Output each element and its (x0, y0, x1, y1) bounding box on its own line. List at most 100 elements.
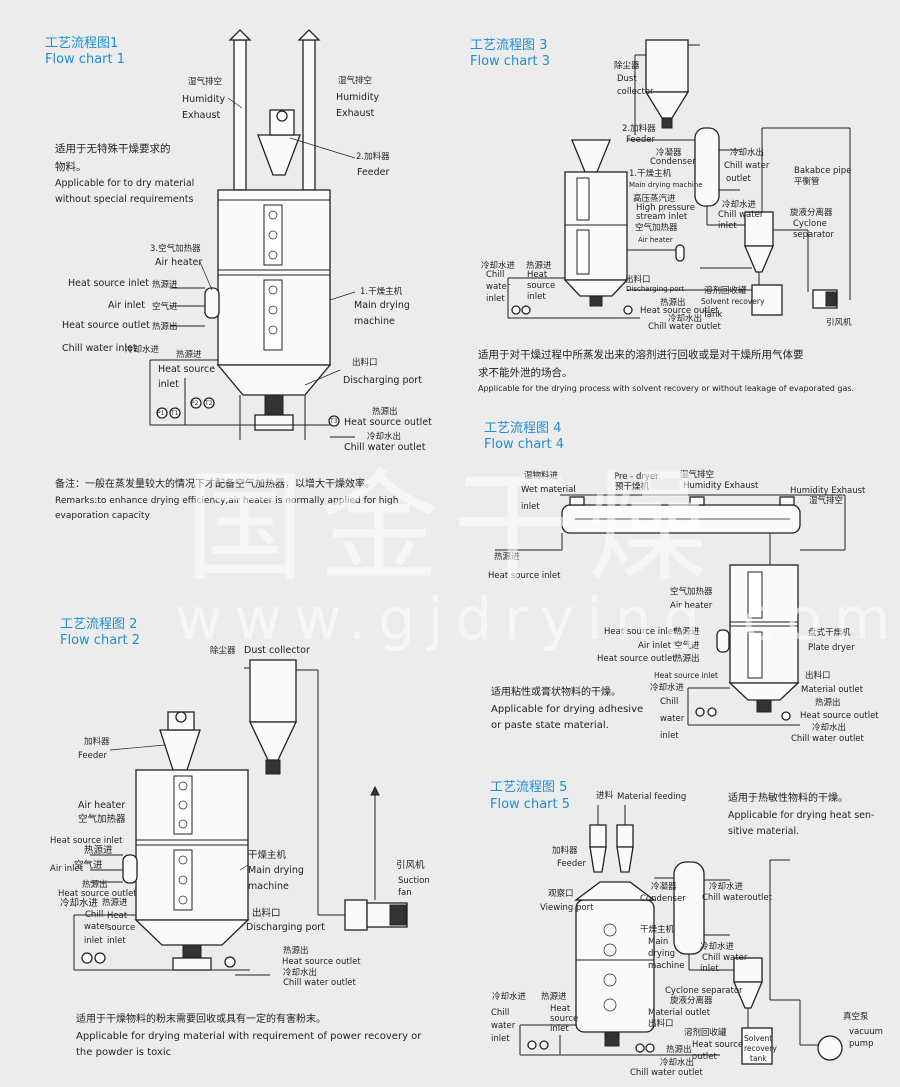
flow5-feeder (589, 846, 607, 873)
flow2-drawing (73, 659, 408, 976)
flow5-chill-in2-en1: Chill (491, 1008, 510, 1018)
flow1-valve-t2: T2 (205, 400, 213, 407)
flow1-stack-cap-left (228, 29, 252, 41)
flow4-air-inlet-en: Air inlet (638, 641, 672, 651)
flow4-title-cn: 工艺流程图 4 (484, 421, 562, 436)
flow2-hs-in2-en2: source (107, 923, 136, 933)
flow4-plate-en: Plate dryer (808, 643, 855, 653)
flow5-hs-in-en3: inlet (550, 1024, 569, 1034)
flow3-title-cn: 工艺流程图 3 (470, 38, 548, 53)
flow2-chill-in-en1: Chill (85, 910, 104, 920)
flow1-discharge-en: Discharging port (343, 375, 422, 386)
flow5-main-en3: machine (648, 961, 685, 971)
flow1-air-heater-cn: 3.空气加热器 (150, 244, 201, 254)
flow5-desc-en-2: sitive material. (728, 826, 800, 837)
flow1-humidity-en-b1: Humidity (336, 92, 380, 103)
flow4-hs-inlet-cn: 热源进 (674, 627, 700, 637)
flow4-plate-dryer (729, 564, 799, 684)
flow4-predryer-en: Pre - dryer (614, 472, 659, 482)
flow5-chill-out2-cn: 冷却水出 (660, 1058, 695, 1068)
flow2-fan-en1: Suction (398, 876, 430, 886)
flow4-desc-en-1: Applicable for drying adhesive (491, 704, 644, 715)
flow3-title-en: Flow chart 3 (470, 54, 551, 69)
flow1-air-heater-en: Air heater (155, 257, 203, 268)
flow5-chill-out-en: Chill wateroutlet (702, 893, 772, 903)
flow4-humidity2-cn: 湿气排空 (809, 496, 844, 506)
flow1-feeder-motor (276, 110, 288, 122)
flow1-remark-cn: 备注：一般在蒸发量较大的情况下才配备空气加热器，以增大干燥效率。 (55, 479, 375, 490)
flow3-discharge-cn: 出料口 (625, 275, 651, 285)
flow3-feeder-cn: 2.加料器 (622, 124, 656, 134)
flow1-main-cn: 1.干燥主机 (360, 287, 403, 297)
flow2-desc-cn: 适用于干燥物料的粉末需要回收或具有一定的有害粉末。 (76, 1014, 326, 1025)
flow5-chill-in2-en3: inlet (491, 1034, 510, 1044)
flow4-predryer-cn: 预干燥机 (615, 482, 650, 492)
flow5-hs-in-en1: Heat (550, 1004, 571, 1014)
flow3-feeder (571, 139, 611, 173)
flow1-discharge-cn: 出料口 (352, 358, 378, 368)
flow1-hs-in2-cn: 热源进 (176, 350, 202, 360)
flow1-title-cn: 工艺流程图1 (45, 36, 119, 51)
flow5-vacuum-cn: 真空泵 (843, 1012, 869, 1022)
flow1-desc-cn-1: 适用于无特殊干燥要求的 (55, 143, 171, 155)
flow4-hs-outlet-en: Heat source outlet (597, 654, 676, 664)
flow5-cyclone-en: Cyclone separator (665, 986, 743, 996)
flow1-hs-outlet-en: Heat source outlet (62, 320, 150, 331)
flow3-balance-cn: 平衡管 (794, 177, 820, 187)
flow2-hs-outlet-cn: 热源出 (82, 880, 108, 890)
flow1-title-en: Flow chart 1 (45, 52, 126, 67)
flow2-dust-en: Dust collector (244, 645, 310, 656)
flow1-exhaust-stack-right (302, 39, 316, 191)
flow1-bottom-cone (216, 364, 332, 396)
flow2-air-inlet-en: Air inlet (50, 864, 84, 874)
flow3-steam-en1: High pressure (636, 203, 695, 213)
flow5-feed-en: Material feeding (617, 792, 687, 802)
flow3-condenser (694, 127, 720, 207)
flow2-hs-out2-cn: 热源出 (283, 946, 309, 956)
flow5-title-en: Flow chart 5 (490, 797, 571, 812)
flow3-hs-out-cn: 热源出 (660, 298, 686, 308)
flow1-air-inlet-cn: 空气进 (152, 302, 178, 312)
flow3-chill-in2-en2: water (486, 282, 511, 292)
flow5-chill-in-en2: inlet (700, 964, 719, 974)
flow5-condenser-en: Condenser (640, 894, 686, 904)
flow2-dust-collector (249, 659, 297, 723)
flow3-desc-cn-1: 适用于对干燥过程中所蒸发出来的溶剂进行回收或是对干燥所用气体要 (478, 349, 804, 361)
flow3-dust-en1: Dust (617, 74, 637, 84)
flow3-chill-in-cn: 冷却水进 (722, 200, 757, 210)
flow4-chill-in-cn: 冷却水进 (650, 683, 685, 693)
flow5-title-cn: 工艺流程图 5 (490, 780, 568, 795)
flow1-humidity-en-a2: Exhaust (182, 110, 221, 121)
flow4-wet-cn: 湿物料进 (524, 471, 559, 481)
flow4-desc-cn: 适用粘性或膏状物料的干燥。 (491, 687, 621, 698)
flow5-hs-out-en1: Heat source (692, 1040, 744, 1050)
flow5-tank-en2: recovery (744, 1044, 777, 1053)
flow1-hs-inlet-cn: 热源进 (152, 280, 178, 290)
flow3-cyclone-en1: Cyclone (793, 219, 827, 229)
flow3-main-en: Main drying machine (629, 181, 703, 189)
flow2-air-heater-cn: 空气加热器 (78, 814, 126, 825)
flow1-remark-en-2: evaporation capacity (55, 511, 150, 521)
flow3-hs-in-en1: Heat (527, 270, 548, 280)
flow2-fan-en2: fan (398, 888, 412, 898)
flow3-chill-out-en2: outlet (726, 174, 751, 184)
flow4-title-en: Flow chart 4 (484, 437, 565, 452)
flow1-chill-out-en: Chill water outlet (344, 442, 426, 453)
flow2-desc-en-1: Applicable for drying material with requ… (76, 1031, 422, 1042)
flow1-humidity-en-b2: Exhaust (336, 108, 375, 119)
flow1-drawing (149, 29, 356, 440)
flow5-chill-in-cn: 冷却水进 (700, 942, 735, 952)
flow3-fan-cn: 引风机 (826, 318, 852, 328)
flow1-feeder-cn: 2.加料器 (356, 152, 390, 162)
flow1-valve-t1: T1 (171, 410, 179, 417)
flow4-air-inlet-cn: 空气进 (674, 641, 700, 651)
flow2-hs-outlet-en: Heat source outlet (58, 889, 137, 899)
flow1-chill-inlet-cn: 冷却水进 (125, 345, 160, 355)
flow3-tank-cn: 溶剂回收罐 (704, 286, 747, 296)
flow2-chill-in-en3: inlet (84, 936, 103, 946)
flow4-humidity-cn: 湿气排空 (680, 470, 715, 480)
flow2-chill-out-en: Chill water outlet (283, 978, 356, 988)
flow4-chill-in-en2: water (660, 714, 685, 724)
flow1-main-en1: Main drying (354, 300, 410, 311)
flow3-hs-in-en3: inlet (527, 292, 546, 302)
